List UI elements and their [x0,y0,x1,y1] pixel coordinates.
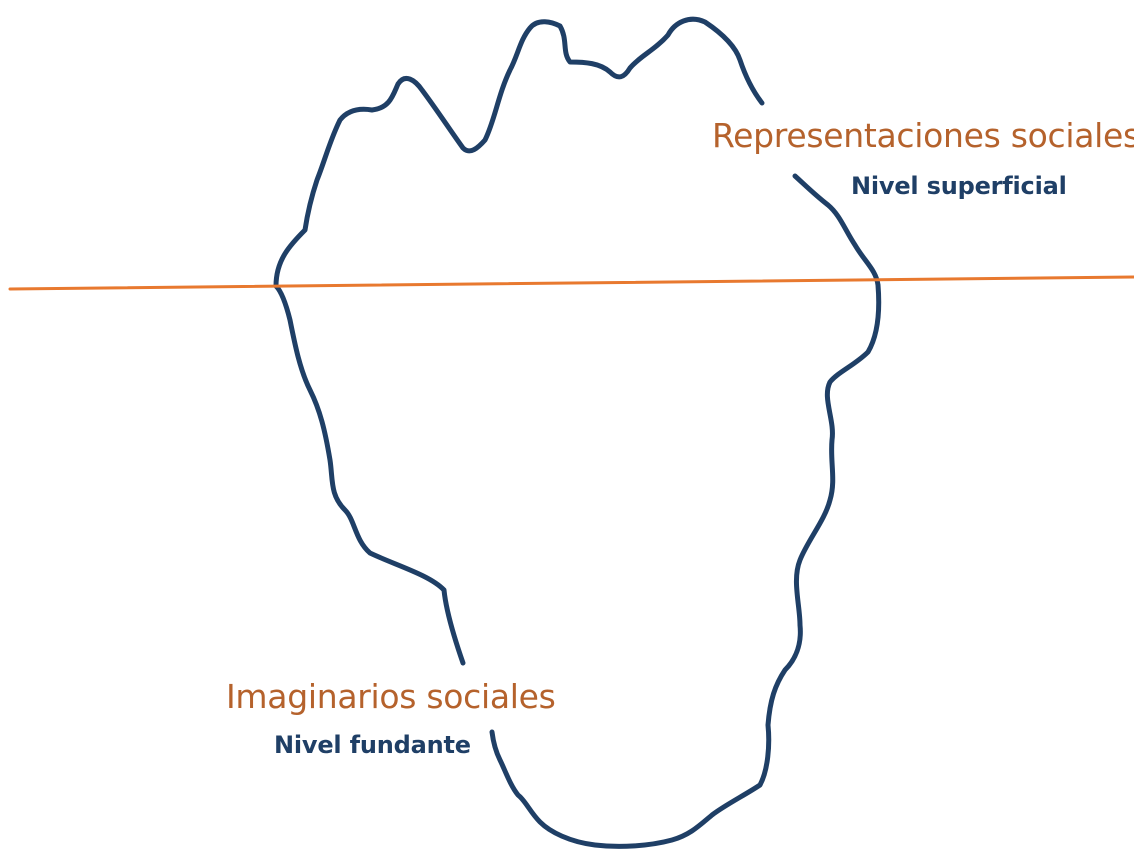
iceberg-outline-right [489,173,882,849]
nivel-superficial-subtitle: Nivel superficial [851,172,1067,200]
imaginarios-sociales-title: Imaginarios sociales [226,677,556,716]
representaciones-sociales-title: Representaciones sociales [712,116,1134,155]
nivel-fundante-subtitle: Nivel fundante [274,731,471,759]
iceberg-outline [273,16,765,666]
waterline [8,275,1134,291]
